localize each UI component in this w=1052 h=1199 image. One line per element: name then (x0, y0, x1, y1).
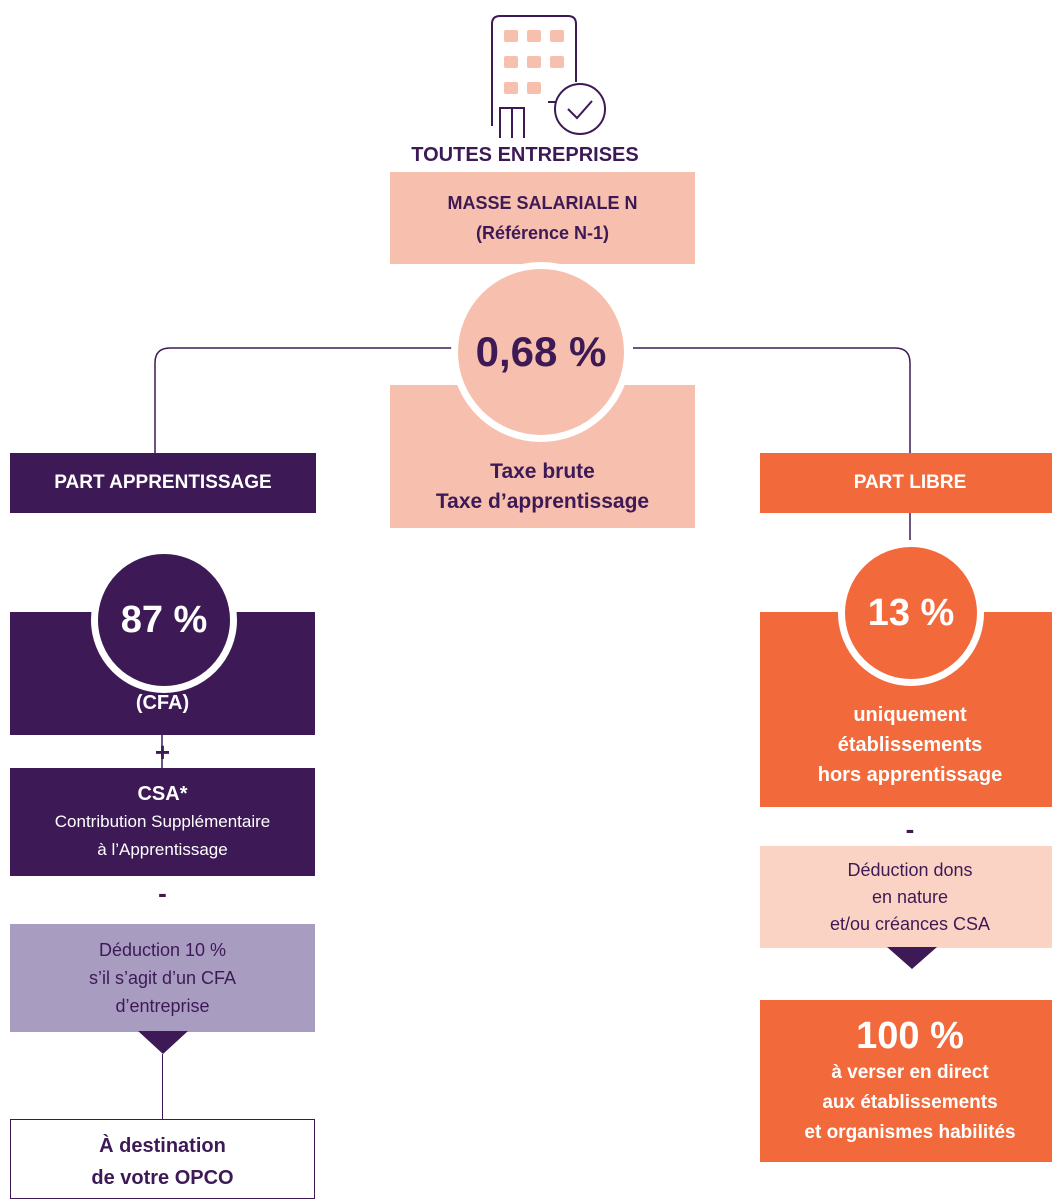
pct-13-value: 13 % (867, 591, 955, 634)
deduction-cfa-line-1: Déduction 10 % (98, 940, 227, 960)
part-apprentissage-label: PART APPRENTISSAGE (54, 472, 272, 493)
arrow-down-left (138, 1031, 188, 1054)
header-title: TOUTES ENTREPRISES (411, 144, 639, 166)
masse-line-1: MASSE SALARIALE N (447, 193, 638, 213)
minus-sign-right: - (905, 814, 915, 844)
part-libre-desc-line-1: uniquement (853, 703, 967, 726)
pct-87-circle: 87 % (91, 547, 237, 693)
deduction-cfa-box: Déduction 10 % s’il s’agit d’un CFA d’en… (10, 924, 315, 1032)
taxe-line-2: Taxe d’apprentissage (435, 489, 650, 513)
taxe-line-1: Taxe brute (490, 459, 595, 483)
part-libre-header: PART LIBRE (760, 453, 1052, 513)
final-line-2: aux établissements (822, 1092, 998, 1113)
rate-circle: 0,68 % (451, 262, 631, 442)
destination-opco-box: À destination de votre OPCO (10, 1119, 315, 1199)
part-apprentissage-header: PART APPRENTISSAGE (10, 453, 316, 513)
final-pct-value: 100 % (856, 1015, 964, 1057)
arrow-down-right (887, 947, 937, 969)
final-line-1: à verser en direct (831, 1062, 989, 1083)
connector-left (154, 347, 452, 453)
connector-left-bottom (162, 1054, 163, 1119)
pct-13-circle: 13 % (838, 540, 984, 686)
building-check-icon (420, 8, 620, 148)
deduction-cfa-line-2: s’il s’agit d’un CFA (88, 968, 237, 988)
cfa-label: (CFA) (135, 692, 190, 714)
csa-line-2: à l’Apprentissage (97, 840, 228, 859)
csa-title: CSA* (137, 783, 188, 805)
connector-right (633, 347, 911, 453)
minus-sign-left: - (158, 878, 167, 908)
part-libre-label: PART LIBRE (853, 472, 967, 493)
final-100-box: 100 % à verser en direct aux établisseme… (760, 1000, 1052, 1162)
destination-line-1: À destination (99, 1135, 226, 1157)
part-libre-desc-line-3: hors apprentissage (817, 763, 1003, 786)
masse-line-2: (Référence N-1) (475, 223, 610, 243)
pct-87-value: 87 % (120, 598, 208, 641)
csa-line-1: Contribution Supplémentaire (54, 812, 271, 831)
deduction-cfa-line-3: d’entreprise (115, 996, 210, 1016)
final-line-3: et organismes habilités (804, 1122, 1016, 1143)
deduction-dons-line-1: Déduction dons (847, 859, 973, 880)
deduction-dons-line-3: et/ou créances CSA (829, 913, 991, 934)
plus-sign: + (154, 737, 171, 767)
deduction-dons-box: Déduction dons en nature et/ou créances … (760, 846, 1052, 948)
masse-salariale-box: MASSE SALARIALE N (Référence N-1) (390, 172, 695, 264)
csa-box: CSA* Contribution Supplémentaire à l’App… (10, 768, 315, 876)
part-libre-desc-box: uniquement établissements hors apprentis… (760, 612, 1052, 807)
destination-line-2: de votre OPCO (91, 1167, 234, 1189)
deduction-dons-line-2: en nature (871, 886, 949, 907)
part-libre-desc-line-2: établissements (837, 733, 983, 756)
rate-value: 0,68 % (475, 328, 607, 375)
